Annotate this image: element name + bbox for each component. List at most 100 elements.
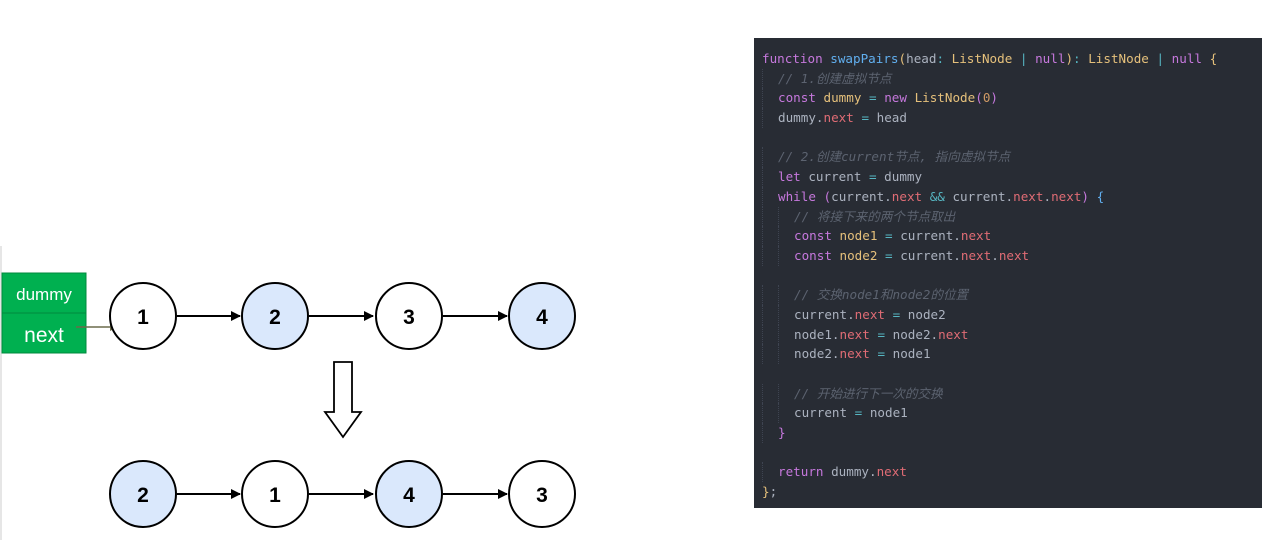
code-token: [907, 90, 915, 105]
code-token: ): [1065, 51, 1074, 66]
code-token: next: [1051, 188, 1082, 204]
code-token: (: [975, 90, 983, 106]
code-token: next: [839, 346, 870, 362]
code-token: current.: [831, 188, 892, 204]
code-token: while: [778, 188, 816, 204]
next-box: [1, 312, 87, 354]
code-token: [1012, 51, 1020, 66]
code-line: return dummy.next: [754, 462, 1262, 483]
code-token: return: [778, 464, 824, 480]
code-token: =: [869, 169, 877, 185]
indent-guide: [762, 108, 778, 128]
code-token: let: [778, 169, 801, 185]
code-token: swapPairs: [830, 51, 899, 66]
next-label: next: [24, 324, 64, 347]
code-token: (: [823, 188, 832, 204]
code-token: current.: [794, 306, 855, 322]
code-token: dummy.: [823, 464, 877, 480]
code-token: node2.: [794, 346, 840, 362]
code-line: // 1.创建虚拟节点: [754, 68, 1262, 89]
code-token: // 2.创建current节点, 指向虚拟节点: [778, 149, 1011, 165]
code-line: [754, 266, 1262, 286]
indent-guide: [778, 304, 794, 325]
indent-guide: [762, 324, 778, 345]
code-token: =: [869, 90, 877, 106]
code-token: head: [906, 51, 937, 66]
indent-guide: [778, 403, 794, 424]
code-token: current.: [892, 228, 961, 244]
code-token: =: [854, 405, 863, 421]
code-token: current.: [892, 247, 961, 263]
code-line: while (current.next && current.next.next…: [754, 186, 1262, 207]
indent-guide: [778, 344, 794, 364]
code-token: current.: [944, 188, 1014, 204]
code-line: node1.next = node2.next: [754, 324, 1262, 345]
code-line: const node2 = current.next.next: [754, 245, 1262, 266]
transform-down-arrow: [323, 361, 363, 439]
code-token: [885, 307, 893, 322]
code-line: [754, 128, 1262, 148]
code-token: [832, 248, 840, 263]
code-line: node2.next = node1: [754, 344, 1262, 364]
code-token: [816, 90, 824, 105]
top-node-3: 3: [375, 282, 443, 350]
code-token: node1: [862, 405, 908, 421]
indent-guide: [762, 88, 778, 109]
left-border-line: [0, 246, 2, 540]
code-token: [922, 189, 930, 204]
code-token: :: [936, 51, 945, 66]
code-token: null: [1171, 51, 1203, 66]
code-token: next: [854, 306, 886, 322]
code-token: // 将接下来的两个节点取出: [794, 208, 956, 224]
indent-guide: [762, 186, 778, 207]
code-line: const node1 = current.next: [754, 226, 1262, 246]
code-token: node1: [839, 228, 878, 244]
code-line: };: [754, 482, 1262, 502]
code-token: :: [1073, 51, 1081, 66]
code-line: dummy.next = head: [754, 108, 1262, 128]
bottom-node-2: 1: [241, 460, 309, 528]
code-token: ): [990, 90, 999, 106]
code-token: const: [794, 247, 832, 263]
code-token: next: [938, 326, 969, 342]
code-line: let current = dummy: [754, 167, 1262, 187]
code-token: [1164, 51, 1172, 66]
bottom-node-4-label: 3: [536, 484, 548, 507]
indent-guide: [762, 245, 778, 266]
code-token: [832, 228, 840, 243]
code-token: .: [1043, 188, 1052, 204]
code-token: |: [1019, 51, 1028, 66]
top-row: 1 2 3 4: [109, 282, 576, 350]
code-token: dummy: [823, 90, 862, 106]
code-line: // 2.创建current节点, 指向虚拟节点: [754, 147, 1262, 168]
code-token: node1: [885, 346, 931, 362]
code-token: // 交换node1和node2的位置: [794, 287, 969, 303]
code-token: node2.: [885, 326, 939, 342]
code-token: ;: [769, 484, 778, 500]
top-node-1: 1: [109, 282, 177, 350]
bottom-row: 2 1 4 3: [109, 460, 576, 528]
indent-guide: [778, 226, 794, 246]
code-token: |: [1156, 51, 1165, 66]
bottom-node-2-label: 1: [269, 484, 281, 507]
code-token: [861, 90, 869, 105]
code-token: =: [885, 247, 893, 263]
code-token: {: [1096, 188, 1105, 204]
code-token: head: [869, 110, 907, 126]
top-node-2-label: 2: [269, 306, 281, 329]
top-node-2: 2: [241, 282, 309, 350]
dummy-node: dummy next: [1, 272, 87, 354]
code-line: current.next = node2: [754, 304, 1262, 325]
indent-guide: [778, 383, 794, 404]
code-line: const dummy = new ListNode(0): [754, 88, 1262, 109]
code-token: dummy: [876, 169, 923, 185]
code-token: =: [877, 346, 886, 362]
code-editor-panel: function swapPairs(head: ListNode | null…: [754, 38, 1262, 508]
indent-guide: [762, 147, 778, 168]
code-token: [1089, 189, 1097, 204]
code-token: [1028, 51, 1036, 66]
indent-guide: [762, 68, 778, 89]
code-token: node2: [900, 306, 946, 322]
code-token: 0: [982, 90, 991, 106]
code-token: next: [839, 326, 870, 342]
